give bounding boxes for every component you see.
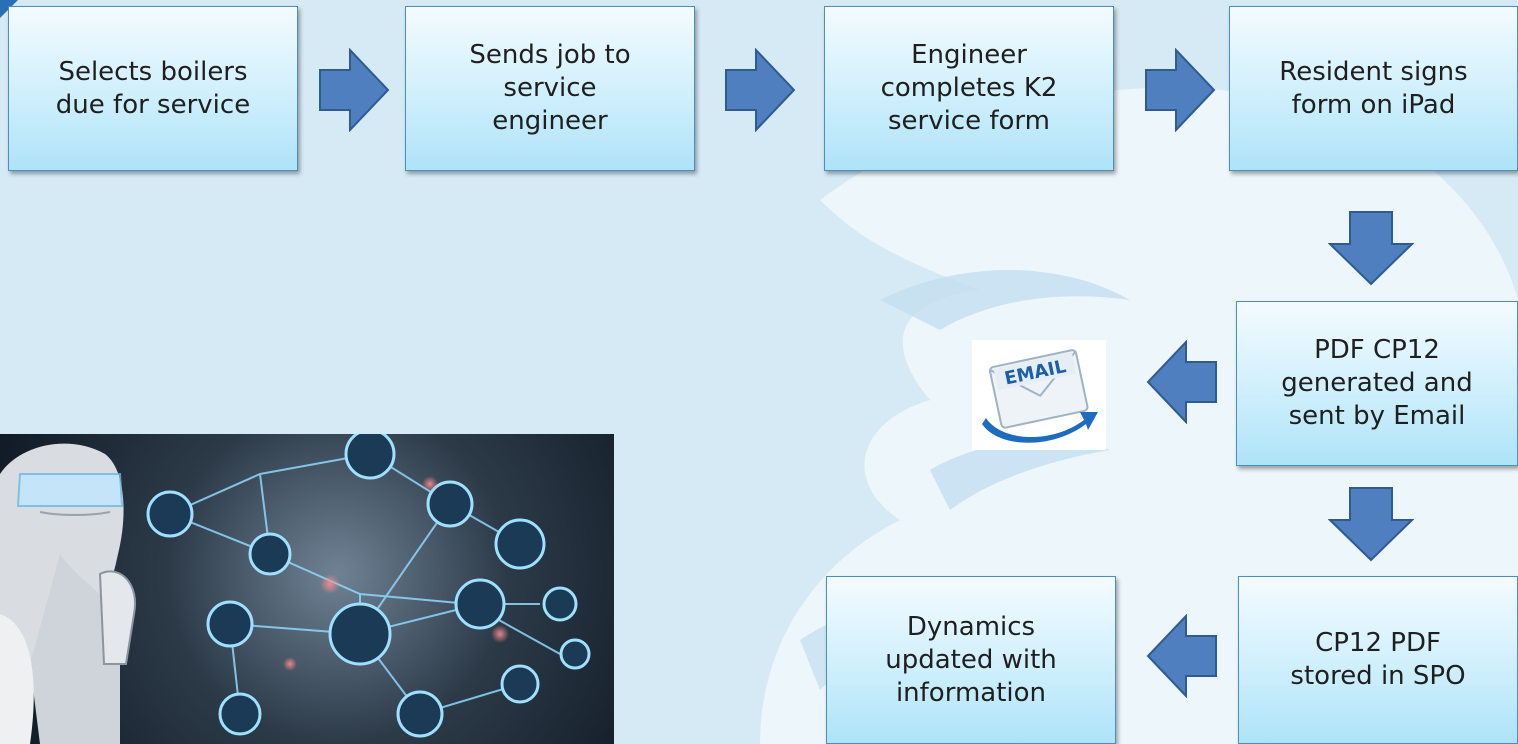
step-line: service (503, 73, 597, 103)
arrow-down-icon (1328, 487, 1414, 562)
arrow-left-icon (1146, 340, 1217, 424)
step-line: updated with (885, 644, 1057, 675)
step-line: due for service (55, 89, 251, 120)
step-line: completes K2 (880, 73, 1058, 103)
step-line: sent by Email (1288, 401, 1466, 431)
arrow-down-icon (1328, 211, 1414, 286)
step-engineer-completes: Engineer completes K2 service form (824, 6, 1114, 171)
step-send-job: Sends job to service engineer (405, 6, 695, 171)
step-line: form on iPad (1291, 89, 1456, 120)
email-envelope-icon: EMAIL (972, 340, 1106, 450)
step-line: engineer (492, 106, 608, 136)
robot-network-image (0, 434, 614, 744)
step-line: Selects boilers (58, 56, 248, 87)
step-line: CP12 PDF (1315, 628, 1441, 658)
step-select-boilers: Selects boilers due for service (8, 6, 298, 171)
arrow-right-icon (725, 48, 796, 132)
step-line: Resident signs (1279, 56, 1468, 87)
step-pdf-generated: PDF CP12 generated and sent by Email (1236, 301, 1518, 466)
step-line: Sends job to (469, 40, 631, 70)
step-line: service form (887, 106, 1050, 136)
step-line: PDF CP12 (1314, 335, 1440, 365)
step-cp12-stored: CP12 PDF stored in SPO (1238, 576, 1518, 744)
step-resident-signs: Resident signs form on iPad (1229, 6, 1518, 171)
step-line: generated and (1281, 368, 1473, 398)
step-line: information (895, 677, 1047, 708)
arrow-right-icon (1145, 48, 1216, 132)
arrow-left-icon (1146, 614, 1217, 698)
step-line: Dynamics (906, 611, 1036, 642)
step-line: Engineer (911, 40, 1027, 70)
arrow-right-icon (319, 48, 390, 132)
step-dynamics-updated: Dynamics updated with information (826, 576, 1116, 744)
step-line: stored in SPO (1290, 661, 1466, 691)
